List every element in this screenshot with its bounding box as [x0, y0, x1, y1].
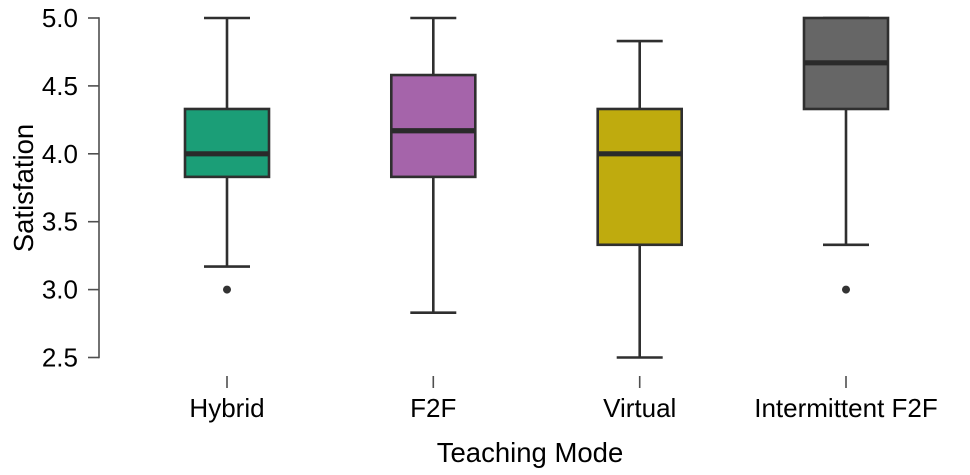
y-axis-tick-label: 4.0 [42, 139, 78, 169]
box-group-f2f [389, 16, 477, 314]
outlier-point [223, 285, 231, 294]
y-axis-tick-label: 5.0 [42, 3, 78, 33]
iqr-box [596, 107, 684, 247]
outlier-point [842, 285, 850, 294]
box-group-hybrid [183, 16, 271, 294]
y-axis-title: Satisfation [8, 124, 39, 252]
y-axis-tick-label: 3.0 [42, 275, 78, 305]
y-axis-tick-label: 3.5 [42, 207, 78, 237]
x-axis-title: Teaching Mode [437, 437, 624, 468]
y-axis-tick-label: 2.5 [42, 343, 78, 373]
y-axis-tick-label: 4.5 [42, 71, 78, 101]
iqr-box [389, 73, 477, 179]
box-group-intermittent-f2f [802, 16, 890, 294]
x-axis-tick-label-virtual: Virtual [603, 393, 676, 423]
iqr-box [183, 107, 271, 179]
box-group-virtual [596, 39, 684, 359]
x-axis-tick-label-f2f: F2F [410, 393, 456, 423]
x-axis-tick-label-intermittent-f2f: Intermittent F2F [754, 393, 938, 423]
x-axis-tick-label-hybrid: Hybrid [189, 393, 264, 423]
